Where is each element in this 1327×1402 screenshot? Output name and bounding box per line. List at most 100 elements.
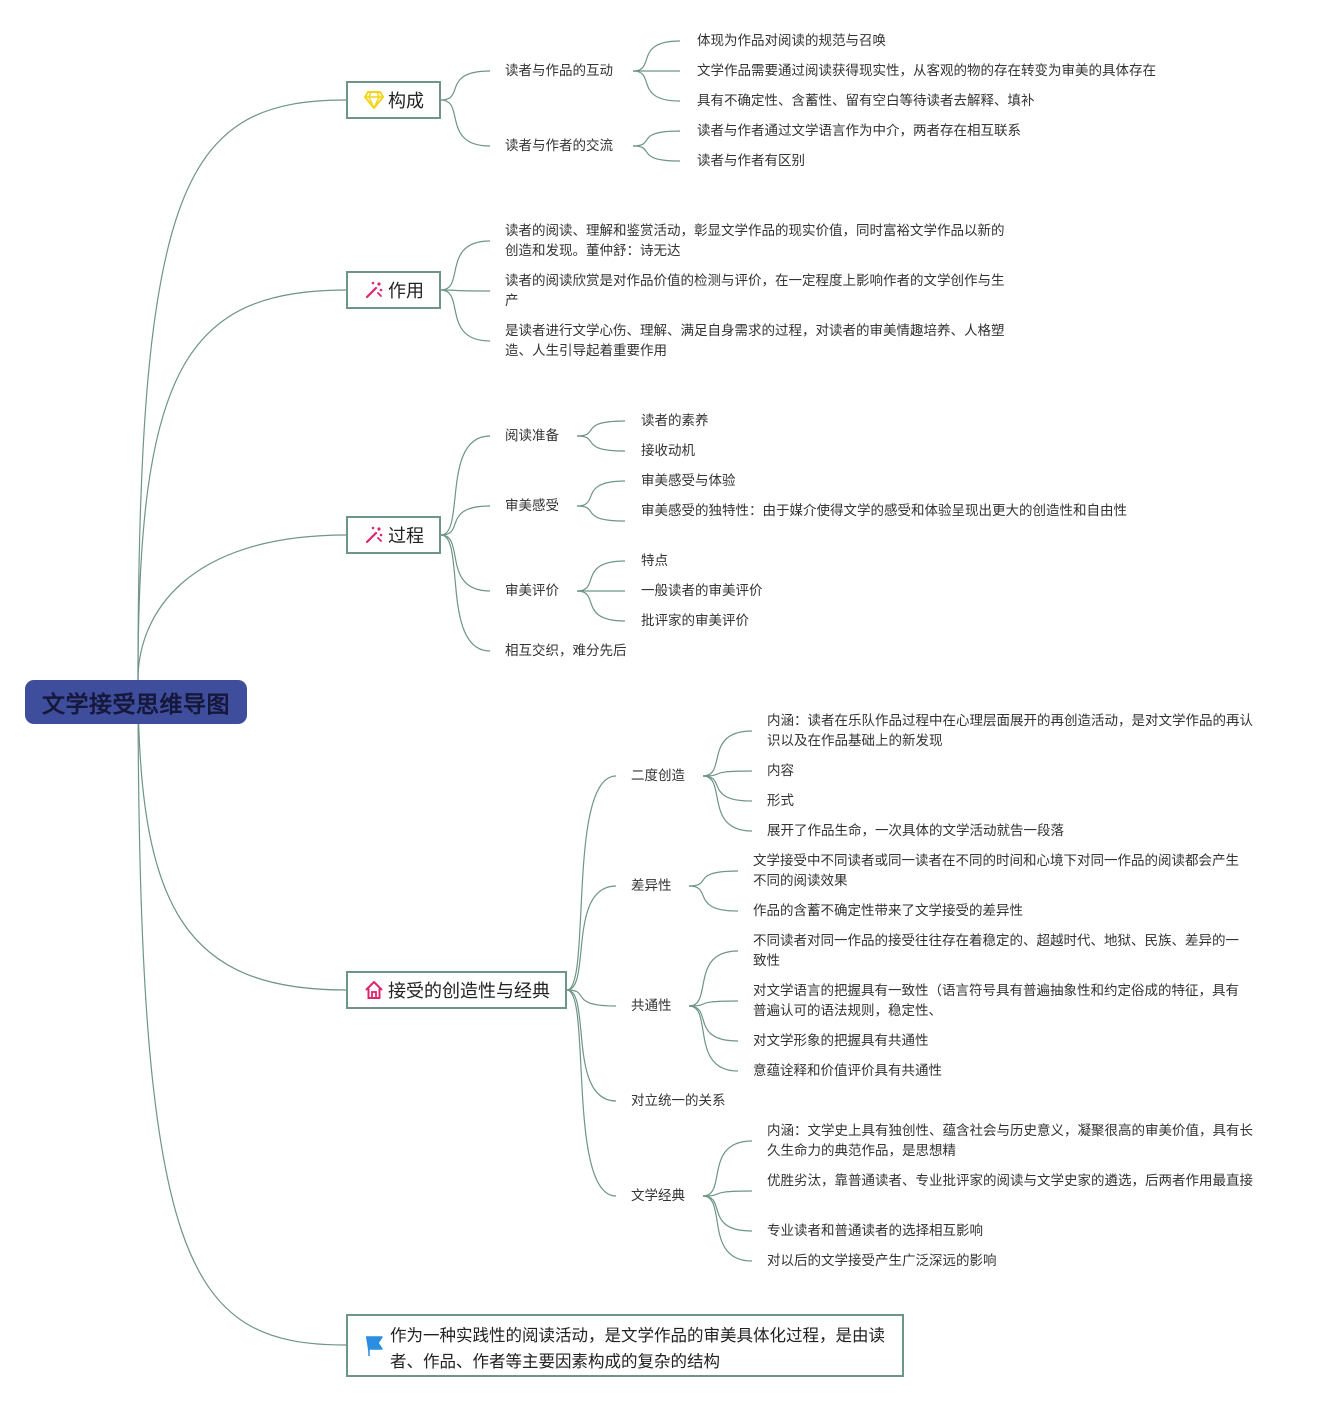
connector-line bbox=[440, 99, 491, 147]
leaf-item[interactable]: 专业读者和普通读者的选择相互影响 bbox=[767, 1223, 983, 1239]
connector-line bbox=[702, 775, 753, 802]
connector-line bbox=[632, 130, 681, 147]
connector-line bbox=[688, 885, 739, 912]
connector-line bbox=[632, 145, 681, 162]
connector-line bbox=[688, 1005, 739, 1042]
leaf-item[interactable]: 文学接受中不同读者或同一读者在不同的时间和心境下对同一作品的阅读都会产生不同的阅… bbox=[753, 853, 1239, 889]
node-jingdian[interactable]: 文学经典 bbox=[631, 1188, 685, 1204]
node-chuangzao[interactable]: 接受的创造性与经典 bbox=[346, 971, 567, 1009]
connector-line bbox=[688, 870, 739, 887]
connector-line bbox=[566, 989, 617, 1007]
leaf-item[interactable]: 读者与作者有区别 bbox=[697, 153, 805, 169]
flag-icon bbox=[364, 1335, 384, 1361]
leaf-item[interactable]: 优胜劣汰，靠普通读者、专业批评家的阅读与文学史家的遴选，后两者作用最直接 bbox=[767, 1173, 1253, 1189]
leaf-item[interactable]: 是读者进行文学心伤、理解、满足自身需求的过程，对读者的审美情趣培养、人格塑造、人… bbox=[505, 323, 1005, 359]
leaf-item[interactable]: 具有不确定性、含蓄性、留有空白等待读者去解释、填补 bbox=[697, 93, 1035, 109]
node-label: 作为一种实践性的阅读活动，是文学作品的审美具体化过程，是由读者、作品、作者等主要… bbox=[390, 1326, 885, 1371]
connector-line bbox=[137, 679, 347, 991]
connector-line bbox=[702, 1190, 753, 1197]
leaf-item[interactable]: 文学作品需要通过阅读获得现实性，从客观的物的存在转变为审美的具体存在 bbox=[697, 63, 1156, 79]
connector-line bbox=[632, 70, 681, 102]
leaf-item[interactable]: 体现为作品对阅读的规范与召唤 bbox=[697, 33, 886, 49]
node-dingyi[interactable]: 作为一种实践性的阅读活动，是文学作品的审美具体化过程，是由读者、作品、作者等主要… bbox=[346, 1314, 904, 1377]
leaf-item[interactable]: 接收动机 bbox=[641, 443, 695, 459]
connector-line bbox=[440, 435, 491, 536]
connector-line bbox=[702, 775, 753, 832]
leaf-item[interactable]: 审美感受与体验 bbox=[641, 473, 736, 489]
node-gongtong[interactable]: 共通性 bbox=[631, 998, 672, 1014]
node-jiaozhi[interactable]: 相互交织，难分先后 bbox=[505, 643, 627, 659]
connector-line bbox=[632, 40, 681, 72]
house-icon bbox=[364, 980, 384, 1000]
connector-line bbox=[702, 730, 753, 777]
connector-line bbox=[440, 505, 491, 536]
connector-line bbox=[137, 289, 347, 681]
node-erdu[interactable]: 二度创造 bbox=[631, 768, 685, 784]
connector-line bbox=[440, 534, 491, 652]
leaf-item[interactable]: 审美感受的独特性：由于媒介使得文学的感受和体验呈现出更大的创造性和自由性 bbox=[641, 503, 1127, 519]
leaf-item[interactable]: 读者的阅读、理解和鉴赏活动，彰显文学作品的现实价值，同时富裕文学作品以新的创造和… bbox=[505, 223, 1005, 259]
node-zuoyong[interactable]: 作用 bbox=[346, 271, 441, 309]
connector-line bbox=[566, 989, 617, 1102]
node-duili[interactable]: 对立统一的关系 bbox=[631, 1093, 726, 1109]
connector-line bbox=[566, 775, 617, 991]
connector-line bbox=[702, 1195, 753, 1232]
connector-line bbox=[440, 240, 491, 291]
node-label: 作用 bbox=[388, 281, 424, 302]
connector-line bbox=[440, 289, 491, 342]
leaf-item[interactable]: 内容 bbox=[767, 763, 794, 779]
leaf-item[interactable]: 一般读者的审美评价 bbox=[641, 583, 763, 599]
leaf-item[interactable]: 读者的素养 bbox=[641, 413, 709, 429]
leaf-item[interactable]: 对文学形象的把握具有共通性 bbox=[753, 1033, 929, 1049]
diamond-icon bbox=[364, 90, 384, 110]
connector-line bbox=[440, 534, 491, 592]
connector-line bbox=[688, 950, 739, 1007]
connector-line bbox=[702, 770, 753, 777]
connector-line bbox=[137, 99, 347, 681]
magic-wand-icon bbox=[364, 280, 384, 300]
node-label: 过程 bbox=[388, 526, 424, 547]
root-node[interactable]: 文学接受思维导图 bbox=[25, 680, 247, 724]
node-hudong[interactable]: 读者与作品的互动 bbox=[505, 63, 613, 79]
connector-line bbox=[688, 1005, 739, 1072]
node-chayi[interactable]: 差异性 bbox=[631, 878, 672, 894]
leaf-item[interactable]: 意蕴诠释和价值评价具有共通性 bbox=[753, 1063, 942, 1079]
connector-line bbox=[702, 1195, 753, 1262]
leaf-item[interactable]: 特点 bbox=[641, 553, 668, 569]
connector-line bbox=[576, 480, 626, 507]
connector-line bbox=[440, 289, 491, 292]
node-label: 构成 bbox=[388, 91, 424, 112]
leaf-item[interactable]: 对以后的文学接受产生广泛深远的影响 bbox=[767, 1253, 997, 1269]
connector-line bbox=[137, 679, 347, 1346]
connector-line bbox=[576, 420, 626, 437]
connector-line bbox=[688, 1000, 739, 1007]
node-guocheng[interactable]: 过程 bbox=[346, 516, 441, 554]
root-title: 文学接受思维导图 bbox=[42, 692, 230, 718]
leaf-item[interactable]: 内涵：读者在乐队作品过程中在心理层面展开的再创造活动，是对文学作品的再认识以及在… bbox=[767, 713, 1253, 749]
leaf-item[interactable]: 不同读者对同一作品的接受往往存在着稳定的、超越时代、地狱、民族、差异的一致性 bbox=[753, 933, 1239, 969]
connector-line bbox=[702, 1140, 753, 1197]
leaf-item[interactable]: 对文学语言的把握具有一致性（语言符号具有普遍抽象性和约定俗成的特征，具有普遍认可… bbox=[753, 983, 1239, 1019]
node-label: 接受的创造性与经典 bbox=[388, 981, 550, 1002]
node-ganshou[interactable]: 审美感受 bbox=[505, 498, 559, 514]
node-goucheng[interactable]: 构成 bbox=[346, 81, 441, 119]
leaf-item[interactable]: 内涵：文学史上具有独创性、蕴含社会与历史意义，凝聚很高的审美价值，具有长久生命力… bbox=[767, 1123, 1253, 1159]
connector-line bbox=[576, 560, 626, 592]
connector-line bbox=[566, 989, 617, 1197]
leaf-item[interactable]: 形式 bbox=[767, 793, 794, 809]
node-zhunbei[interactable]: 阅读准备 bbox=[505, 428, 559, 444]
node-pingjia[interactable]: 审美评价 bbox=[505, 583, 559, 599]
connector-line bbox=[137, 534, 347, 681]
connector-line bbox=[576, 590, 626, 622]
leaf-item[interactable]: 批评家的审美评价 bbox=[641, 613, 749, 629]
magic-wand-icon bbox=[364, 525, 384, 545]
connector-line bbox=[576, 505, 626, 522]
connector-line bbox=[576, 435, 626, 452]
leaf-item[interactable]: 作品的含蓄不确定性带来了文学接受的差异性 bbox=[753, 903, 1023, 919]
leaf-item[interactable]: 展开了作品生命，一次具体的文学活动就告一段落 bbox=[767, 823, 1064, 839]
leaf-item[interactable]: 读者与作者通过文学语言作为中介，两者存在相互联系 bbox=[697, 123, 1021, 139]
leaf-item[interactable]: 读者的阅读欣赏是对作品价值的检测与评价，在一定程度上影响作者的文学创作与生产 bbox=[505, 273, 1005, 309]
node-jiaoliu[interactable]: 读者与作者的交流 bbox=[505, 138, 613, 154]
